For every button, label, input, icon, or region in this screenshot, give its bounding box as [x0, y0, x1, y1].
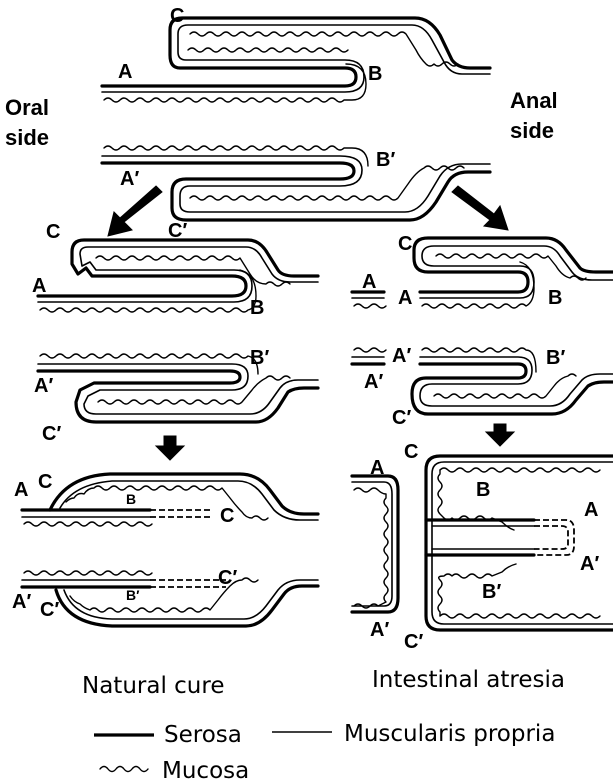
legend-mucosa-swatch	[100, 767, 148, 772]
label-lm-A: A	[32, 275, 46, 297]
label-lm-B-prime: B′	[250, 347, 269, 369]
label-rb-B-prime: B′	[482, 581, 501, 603]
label-anal-line1: Anal	[510, 88, 558, 113]
label-rb-A: A	[370, 457, 384, 479]
label-rb-C-prime: C′	[404, 631, 423, 653]
label-rm-C: C	[398, 233, 412, 255]
label-top-B: B	[368, 63, 382, 85]
label-top-A-prime: A′	[120, 168, 139, 190]
label-rm-B-prime: B′	[546, 347, 565, 369]
legend-muscularis-label: Muscularis propria	[344, 721, 555, 747]
label-anal-line2: side	[510, 118, 554, 143]
label-lm-C-prime: C′	[42, 423, 61, 445]
label-lb-A: A	[14, 479, 28, 501]
label-rb-A-end: A	[584, 499, 598, 521]
label-rm-B: B	[548, 287, 562, 309]
arrow-down-right-icon	[486, 424, 514, 446]
label-lm-C: C	[46, 221, 60, 243]
label-lb-C-end: C	[220, 505, 234, 527]
label-lb-C: C	[38, 471, 52, 493]
label-rb-B: B	[476, 479, 490, 501]
label-rm-A-prime-stub: A′	[392, 345, 411, 367]
label-rm-A-prime: A′	[364, 371, 383, 393]
right-mid-upper	[352, 238, 613, 308]
label-rb-A-prime: A′	[370, 619, 389, 641]
top-upper-loop	[102, 18, 490, 102]
arrow-to-natural-cure-icon	[108, 186, 162, 236]
label-oral-line1: Oral	[5, 95, 49, 120]
label-lb-B-small: B	[126, 491, 136, 507]
label-rm-A: A	[398, 287, 412, 309]
label-lb-B-prime-small: B′	[126, 587, 140, 603]
label-oral-line2: side	[5, 125, 49, 150]
label-lm-A-prime: A′	[34, 375, 53, 397]
label-top-B-prime: B′	[376, 149, 395, 171]
label-top-C: C	[170, 5, 184, 27]
label-rm-C-prime: C′	[392, 407, 411, 429]
label-lm-B: B	[250, 297, 264, 319]
legend-serosa-label: Serosa	[164, 722, 242, 748]
left-bottom-natural-cure	[22, 474, 318, 626]
label-rb-A-prime-end: A′	[580, 553, 599, 575]
label-lb-A-prime: A′	[12, 591, 31, 613]
left-mid-lower	[38, 354, 318, 422]
left-mid-upper	[38, 240, 318, 312]
legend: Serosa Muscularis propria Mucosa	[94, 721, 555, 783]
label-rm-A-stub: A	[362, 271, 376, 293]
caption-natural-cure: Natural cure	[82, 673, 224, 699]
label-top-A: A	[118, 61, 132, 83]
label-rb-C: C	[404, 441, 418, 463]
top-lower-loop	[102, 146, 490, 220]
arrow-down-left-icon	[156, 436, 184, 460]
legend-mucosa-label: Mucosa	[162, 758, 249, 783]
label-lb-C-prime-end: C′	[218, 567, 237, 589]
label-lb-C-prime: C′	[40, 599, 59, 621]
caption-intestinal-atresia: Intestinal atresia	[372, 667, 565, 693]
arrow-to-atresia-icon	[452, 186, 508, 230]
